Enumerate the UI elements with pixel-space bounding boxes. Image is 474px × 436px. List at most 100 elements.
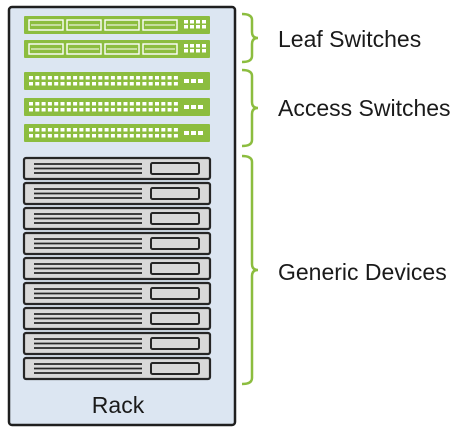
leaf-switch-2	[24, 40, 210, 58]
sfp-port	[196, 20, 200, 24]
access-port	[136, 108, 141, 112]
uplink-port	[191, 79, 196, 83]
group-label-access: Access Switches	[278, 95, 451, 121]
access-port	[129, 128, 134, 132]
access-port	[73, 134, 78, 138]
access-port	[47, 82, 52, 86]
server-drive-bay	[150, 162, 200, 175]
access-port	[79, 76, 84, 80]
access-port	[155, 128, 159, 132]
access-port	[66, 128, 71, 132]
access-port	[148, 82, 153, 86]
group-label-generic: Generic Devices	[278, 259, 447, 285]
uplink-port	[198, 105, 203, 109]
access-port	[129, 108, 134, 112]
access-port	[136, 82, 141, 86]
access-port	[155, 76, 159, 80]
access-port	[136, 134, 141, 138]
brace-leaf	[241, 12, 259, 64]
access-port	[161, 76, 166, 80]
access-port	[173, 134, 178, 138]
generic-device-2	[22, 181, 212, 206]
access-port	[155, 108, 159, 112]
access-port	[29, 108, 33, 112]
access-port	[110, 82, 115, 86]
server-drive-bay	[150, 187, 200, 200]
access-port	[142, 102, 147, 106]
access-port	[92, 102, 96, 106]
access-port	[104, 76, 109, 80]
access-port	[73, 102, 78, 106]
access-port	[167, 108, 172, 112]
access-port	[148, 108, 153, 112]
access-port	[79, 134, 84, 138]
access-port	[110, 102, 115, 106]
access-port	[104, 134, 109, 138]
access-port	[73, 76, 78, 80]
access-port	[66, 108, 71, 112]
access-port	[123, 108, 128, 112]
access-port	[167, 102, 172, 106]
generic-device-1	[22, 156, 212, 181]
access-port	[54, 108, 59, 112]
server-drive-bay	[150, 362, 200, 375]
access-port	[98, 82, 103, 86]
access-port	[98, 76, 103, 80]
access-port	[92, 76, 96, 80]
uplink-port	[191, 105, 196, 109]
access-port	[47, 108, 52, 112]
access-port	[41, 128, 46, 132]
server-drive-bay	[150, 262, 200, 275]
access-port	[92, 108, 96, 112]
access-port	[148, 102, 153, 106]
access-port	[161, 128, 166, 132]
sfp-port	[190, 25, 194, 29]
access-port	[129, 82, 134, 86]
access-port	[129, 134, 134, 138]
sfp-port	[190, 49, 194, 53]
access-port	[35, 134, 40, 138]
access-port	[167, 134, 172, 138]
sfp-port	[202, 44, 206, 48]
access-port	[104, 102, 109, 106]
uplink-port	[198, 131, 203, 135]
server-drive-bay	[150, 312, 200, 325]
access-port	[41, 102, 46, 106]
access-port	[123, 82, 128, 86]
access-port	[47, 128, 52, 132]
port-block	[104, 19, 140, 31]
access-port	[98, 108, 103, 112]
sfp-port	[196, 49, 200, 53]
generic-device-7	[22, 306, 212, 331]
access-port	[161, 134, 166, 138]
access-port	[66, 82, 71, 86]
access-port	[29, 76, 33, 80]
access-port	[41, 76, 46, 80]
access-port	[110, 128, 115, 132]
access-port	[173, 102, 178, 106]
access-port	[117, 134, 122, 138]
rack-devices	[22, 16, 212, 381]
sfp-port	[202, 49, 206, 53]
access-port	[54, 128, 59, 132]
access-port	[79, 128, 84, 132]
uplink-port	[184, 131, 189, 135]
access-port	[117, 108, 122, 112]
port-block	[66, 19, 102, 31]
access-port	[129, 76, 134, 80]
uplink-port	[198, 79, 203, 83]
access-port	[47, 134, 52, 138]
access-port	[66, 76, 71, 80]
group-braces	[241, 12, 259, 386]
access-port	[41, 108, 46, 112]
access-port	[54, 102, 59, 106]
access-port	[161, 102, 166, 106]
port-block	[142, 19, 178, 31]
access-switch-body	[24, 72, 210, 90]
access-port	[155, 102, 159, 106]
access-port	[85, 128, 90, 132]
access-port	[161, 82, 166, 86]
access-port	[85, 134, 90, 138]
access-port	[29, 134, 33, 138]
